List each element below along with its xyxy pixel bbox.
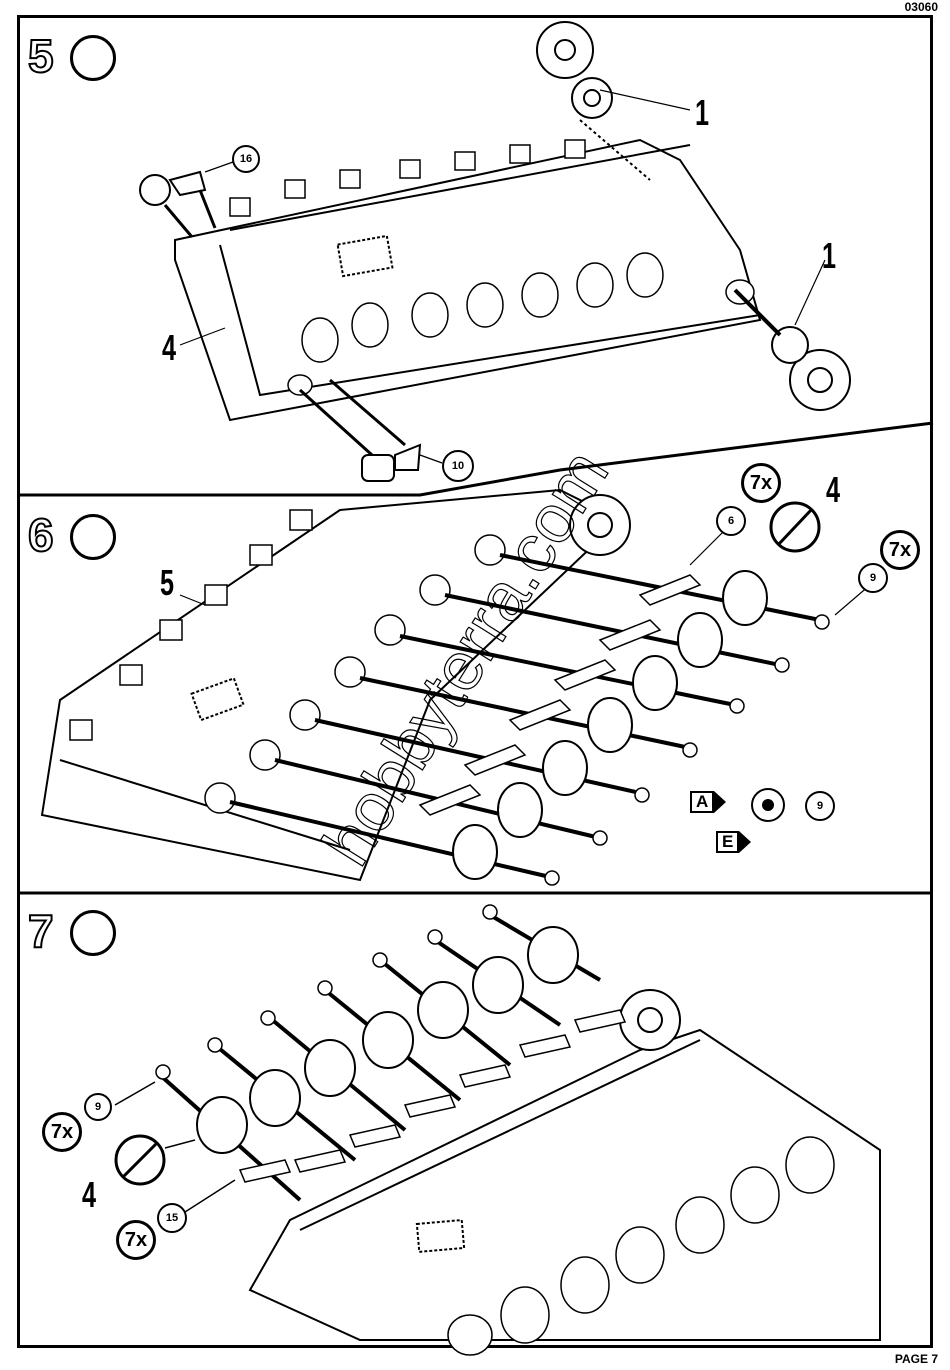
part-callout-16: 16 [232,145,260,173]
part-label-1-right: 1 [822,238,836,274]
step6-detail-9 [752,789,784,821]
tag-a: A [690,791,714,813]
part-callout-9: 9 [84,1093,112,1121]
step5-sprocket-right [735,290,850,410]
step-number-5: 5 [28,33,54,79]
part-callout-15: 15 [157,1203,187,1233]
step-number-6: 6 [28,512,54,558]
part-label-5: 5 [160,565,174,601]
part-callout-6: 6 [716,506,746,536]
step5-part16 [140,172,215,237]
part-label-4: 4 [82,1177,96,1213]
glue-tube-icon [70,35,116,81]
part-callout-9: 9 [858,563,888,593]
page-number: PAGE 7 [895,1352,938,1366]
no-glue-icon [116,1136,164,1184]
quantity-badge: 7x [116,1220,156,1260]
part-callout-9: 9 [805,791,835,821]
no-glue-icon [771,503,819,551]
step5-hull [175,140,760,420]
glue-tube-icon [70,910,116,956]
quantity-badge: 7x [42,1112,82,1152]
part-label-4: 4 [162,330,176,366]
glue-tube-icon [70,514,116,560]
quantity-badge: 7x [741,463,781,503]
quantity-badge: 7x [880,530,920,570]
part-label-1-top: 1 [695,95,709,131]
part-callout-10: 10 [442,450,474,482]
divider-5-6 [20,423,933,495]
part-label-4: 4 [826,472,840,508]
tag-e: E [716,831,739,853]
step-number-7: 7 [28,908,54,954]
